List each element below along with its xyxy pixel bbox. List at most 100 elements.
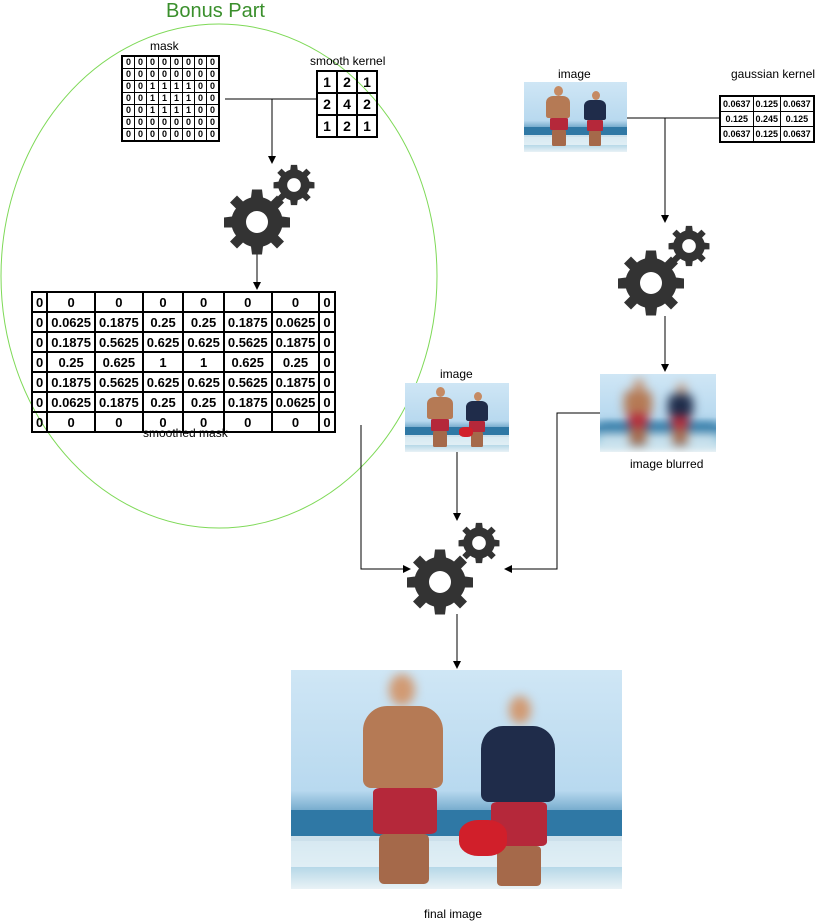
- smooth-kernel-cell: 1: [356, 114, 378, 138]
- smoothed-mask-cell: 0.625: [94, 351, 144, 373]
- smoothed-mask-cell: 0: [30, 371, 49, 393]
- smoothed-mask-cell: 1: [141, 351, 185, 373]
- smoothed-mask-cell: 0: [318, 371, 336, 393]
- smoothed-mask-cell: 0: [270, 411, 321, 433]
- smoothed-mask-cell: 0: [318, 351, 336, 373]
- mask-cell: 0: [194, 128, 207, 142]
- smoothed-mask-cell: 0: [46, 291, 96, 313]
- mask-cell: 0: [194, 80, 207, 93]
- mask-label: mask: [150, 39, 179, 53]
- final-image: [291, 670, 622, 889]
- mask-cell: 0: [206, 116, 220, 129]
- smoothed-mask-cell: 0: [270, 291, 321, 313]
- smoothed-mask-cell: 0.5625: [222, 331, 273, 353]
- smooth-kernel-cell: 1: [316, 70, 338, 94]
- smoothed-mask-cell: 0: [318, 311, 336, 333]
- smooth-kernel-cell: 2: [316, 92, 338, 116]
- smoothed-mask-cell: 0.1875: [94, 391, 144, 413]
- gaussian-kernel-cell: 0.0637: [719, 126, 754, 143]
- smoothed-mask-cell: 0.25: [46, 351, 96, 373]
- smoothed-mask-cell: 0: [30, 391, 49, 413]
- smoothed-mask-cell: 0.25: [270, 351, 321, 373]
- smoothed-mask-cell: 0: [30, 291, 49, 313]
- smoothed-mask-cell: 0.25: [141, 391, 185, 413]
- gaussian-kernel-cell: 0.0637: [780, 126, 815, 143]
- mask-cell: 0: [121, 116, 135, 129]
- smoothed-mask-cell: 0.1875: [222, 391, 273, 413]
- smoothed-mask-cell: 0: [141, 411, 185, 433]
- smoothed-mask-cell: 0.625: [182, 371, 225, 393]
- image-middle-label: image: [440, 367, 473, 381]
- smoothed-mask-cell: 0.625: [141, 331, 185, 353]
- smoothed-mask-cell: 0: [30, 311, 49, 333]
- smoothed-mask-cell: 0: [318, 331, 336, 353]
- smoothed-mask-cell: 0.625: [222, 351, 273, 373]
- smoothed-mask-cell: 0.1875: [270, 371, 321, 393]
- smoothed-mask-cell: 0.1875: [46, 371, 96, 393]
- smooth-kernel-cell: 1: [356, 70, 378, 94]
- gaussian-kernel-cell: 0.125: [719, 111, 754, 127]
- smoothed-mask-cell: 0.1875: [222, 311, 273, 333]
- mask-cell: 0: [146, 116, 159, 129]
- smooth-kernel-cell: 1: [316, 114, 338, 138]
- smoothed-mask-cell: 0.25: [182, 391, 225, 413]
- smoothed-mask-cell: 0: [30, 331, 49, 353]
- smoothed-mask-cell: 0.1875: [270, 331, 321, 353]
- smoothed-mask-cell: 0: [318, 391, 336, 413]
- smoothed-mask-cell: 0.1875: [94, 311, 144, 333]
- mask-cell: 0: [206, 128, 220, 142]
- gaussian-kernel-cell: 0.125: [780, 111, 815, 127]
- smoothed-mask-cell: 0.1875: [46, 331, 96, 353]
- image-blurred: [600, 374, 716, 452]
- smoothed-mask-cell: 0.625: [182, 331, 225, 353]
- smoothed-mask-cell: 0: [182, 291, 225, 313]
- bonus-part-title: Bonus Part: [166, 0, 265, 22]
- smoothed-mask-cell: 0: [94, 291, 144, 313]
- smoothed-mask-cell: 0.0625: [46, 391, 96, 413]
- smoothed-mask-cell: 0.25: [182, 311, 225, 333]
- image-middle: [405, 383, 509, 452]
- smoothed-mask-cell: 0: [222, 411, 273, 433]
- image-blurred-label: image blurred: [630, 457, 704, 471]
- smoothed-mask-cell: 0: [46, 411, 96, 433]
- gear-icon: [224, 164, 315, 255]
- smoothed-mask-cell: 0.0625: [46, 311, 96, 333]
- mask-cell: 0: [194, 104, 207, 117]
- image-top: [524, 82, 627, 152]
- smoothed-mask-cell: 0: [30, 351, 49, 373]
- smoothed-mask-cell: 0.625: [141, 371, 185, 393]
- mask-cell: 0: [194, 116, 207, 129]
- smoothed-mask-cell: 0.25: [141, 311, 185, 333]
- smoothed-mask-cell: 0: [318, 411, 336, 433]
- smoothed-mask-cell: 0: [222, 291, 273, 313]
- smoothed-mask-cell: 0: [182, 411, 225, 433]
- smooth-kernel-cell: 2: [356, 92, 378, 116]
- gaussian-kernel-label: gaussian kernel: [731, 67, 816, 81]
- image-top-label: image: [558, 67, 591, 81]
- smooth-kernel-cell: 2: [336, 114, 358, 138]
- gear-icon: [407, 522, 500, 615]
- smoothed-mask-cell: 0.5625: [94, 331, 144, 353]
- smooth-kernel-cell: 4: [336, 92, 358, 116]
- smoothed-mask-cell: 0: [30, 411, 49, 433]
